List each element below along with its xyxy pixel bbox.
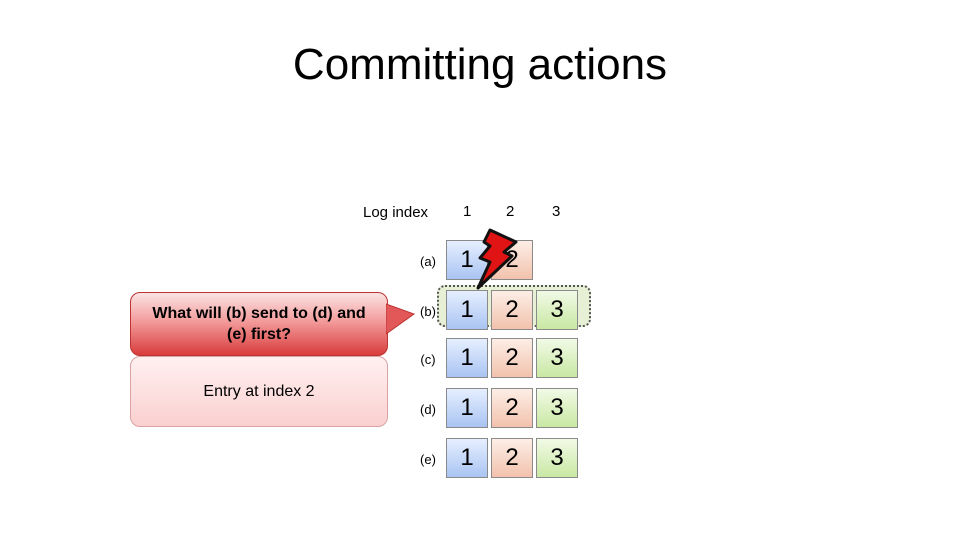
log-entry-d-2: 2 [491, 388, 533, 428]
row-label-d: (d) [420, 402, 436, 417]
index-header-3: 3 [552, 203, 561, 220]
log-index-label: Log index [363, 204, 429, 221]
answer-text: Entry at index 2 [203, 382, 315, 400]
log-entry-e-3: 3 [536, 438, 578, 478]
slide-title: Committing actions [292, 40, 668, 89]
question-box: What will (b) send to (d) and (e) first? [130, 292, 388, 356]
question-text: What will (b) send to (d) and (e) first? [152, 305, 366, 343]
row-label-c: (c) [420, 352, 436, 367]
log-entry-c-3: 3 [536, 338, 578, 378]
log-entry-d-1: 1 [446, 388, 488, 428]
log-entry-d-3: 3 [536, 388, 578, 428]
callout-pointer [386, 303, 416, 335]
log-entry-b-3: 3 [536, 290, 578, 330]
log-entry-b-2: 2 [491, 290, 533, 330]
log-entry-b-1: 1 [446, 290, 488, 330]
row-label-b: (b) [420, 304, 436, 319]
log-entry-e-1: 1 [446, 438, 488, 478]
row-label-a: (a) [420, 254, 436, 269]
index-header-2: 2 [506, 203, 515, 220]
log-entry-a-1: 1 [446, 240, 488, 280]
lightning-bolt-icon [476, 228, 518, 290]
log-entry-c-1: 1 [446, 338, 488, 378]
row-label-e: (e) [420, 452, 436, 467]
log-entry-e-2: 2 [491, 438, 533, 478]
index-header-1: 1 [463, 203, 472, 220]
answer-box: Entry at index 2 [130, 356, 388, 427]
log-entry-c-2: 2 [491, 338, 533, 378]
